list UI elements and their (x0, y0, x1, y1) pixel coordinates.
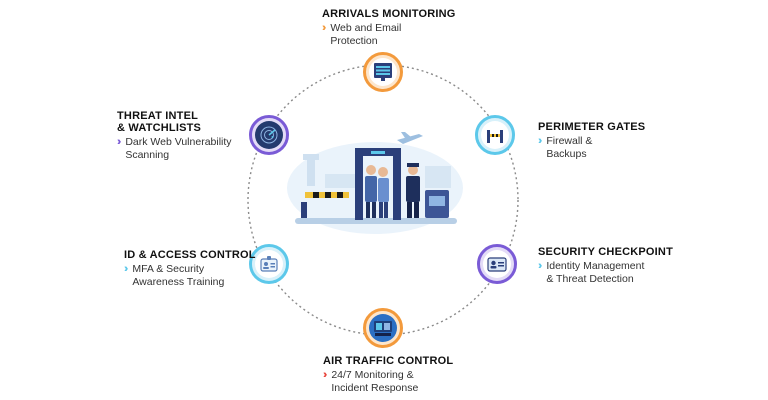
node-threat-intel (249, 115, 289, 155)
monitor-board-icon (374, 63, 392, 81)
node-title: ID & ACCESS CONTROL (124, 249, 256, 261)
id-card-icon (487, 257, 507, 272)
gate-icon (487, 130, 503, 143)
node-title: PERIMETER GATES (538, 121, 646, 133)
radar-icon (260, 126, 278, 144)
node-id-access-control (249, 244, 289, 284)
chevron-right-icon: ›› (117, 136, 122, 148)
chevron-right-icon: ›› (323, 369, 328, 381)
node-title: AIR TRAFFIC CONTROL (323, 355, 454, 367)
node-description: Identity Management & Threat Detection (546, 260, 645, 285)
node-description: 24/7 Monitoring & Incident Response (331, 369, 419, 394)
node-air-traffic-control (363, 308, 403, 348)
airport-security-scene-icon (287, 132, 463, 234)
node-description: Firewall & Backups (546, 135, 593, 160)
node-perimeter-gates (475, 115, 515, 155)
node-title: ARRIVALS MONITORING (322, 8, 456, 20)
chevron-right-icon: ›› (538, 260, 543, 272)
node-description: Web and Email Protection (330, 22, 402, 47)
label-security-checkpoint: SECURITY CHECKPOINT ›› Identity Manageme… (538, 246, 673, 286)
chevron-right-icon: ›› (538, 135, 543, 147)
badge-icon (260, 256, 278, 272)
node-description: MFA & Security Awareness Training (132, 263, 225, 288)
node-title: SECURITY CHECKPOINT (538, 246, 673, 258)
node-security-checkpoint (477, 244, 517, 284)
label-arrivals-monitoring: ARRIVALS MONITORING ›› Web and Email Pro… (322, 8, 456, 48)
label-threat-intel: THREAT INTEL & WATCHLISTS ›› Dark Web Vu… (117, 110, 232, 162)
label-air-traffic-control: AIR TRAFFIC CONTROL ›› 24/7 Monitoring &… (323, 355, 453, 395)
label-perimeter-gates: PERIMETER GATES ›› Firewall & Backups (538, 121, 645, 161)
node-title: THREAT INTEL & WATCHLISTS (117, 110, 202, 134)
node-arrivals-monitoring (363, 52, 403, 92)
chevron-right-icon: ›› (322, 22, 327, 34)
node-description: Dark Web Vulnerability Scanning (125, 136, 232, 161)
chevron-right-icon: ›› (124, 263, 129, 275)
label-id-access-control: ID & ACCESS CONTROL ›› MFA & Security Aw… (124, 249, 256, 289)
control-screen-icon (374, 321, 392, 336)
